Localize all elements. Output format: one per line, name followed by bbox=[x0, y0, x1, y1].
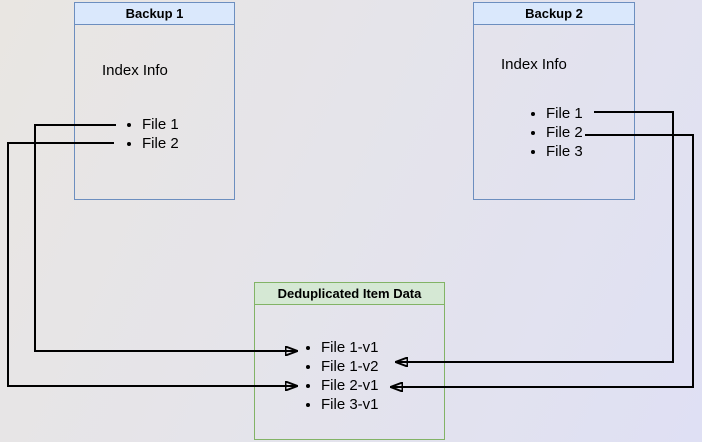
dedup-file-item: File 2-v1 bbox=[321, 376, 379, 395]
dedup-header: Deduplicated Item Data bbox=[255, 283, 444, 305]
dedup-body: File 1-v1 File 1-v2 File 2-v1 File 3-v1 bbox=[255, 305, 444, 439]
dedup-file-item: File 3-v1 bbox=[321, 395, 379, 414]
dedup-file-list: File 1-v1 File 1-v2 File 2-v1 File 3-v1 bbox=[303, 338, 379, 414]
backup2-file-item: File 1 bbox=[546, 104, 583, 123]
backup2-header: Backup 2 bbox=[474, 3, 634, 25]
backup1-index-info-label: Index Info bbox=[102, 62, 168, 79]
backup2-file-list: File 1 File 2 File 3 bbox=[528, 104, 583, 161]
backup1-title: Backup 1 bbox=[125, 6, 184, 21]
dedup-file-item: File 1-v1 bbox=[321, 338, 379, 357]
dedup-file-item: File 1-v2 bbox=[321, 357, 379, 376]
backup2-file-item: File 2 bbox=[546, 123, 583, 142]
dedup-box: Deduplicated Item Data File 1-v1 File 1-… bbox=[254, 282, 445, 440]
backup1-header: Backup 1 bbox=[75, 3, 234, 25]
backup2-body: Index Info File 1 File 2 File 3 bbox=[474, 25, 634, 199]
backup1-body: Index Info File 1 File 2 bbox=[75, 25, 234, 199]
backup1-box: Backup 1 Index Info File 1 File 2 bbox=[74, 2, 235, 200]
backup1-file-list: File 1 File 2 bbox=[124, 115, 179, 153]
backup1-file-item: File 1 bbox=[142, 115, 179, 134]
backup2-index-info-label: Index Info bbox=[501, 56, 567, 73]
backup2-box: Backup 2 Index Info File 1 File 2 File 3 bbox=[473, 2, 635, 200]
backup1-file-item: File 2 bbox=[142, 134, 179, 153]
backup2-title: Backup 2 bbox=[525, 6, 583, 21]
backup2-file-item: File 3 bbox=[546, 142, 583, 161]
dedup-title: Deduplicated Item Data bbox=[277, 286, 422, 301]
